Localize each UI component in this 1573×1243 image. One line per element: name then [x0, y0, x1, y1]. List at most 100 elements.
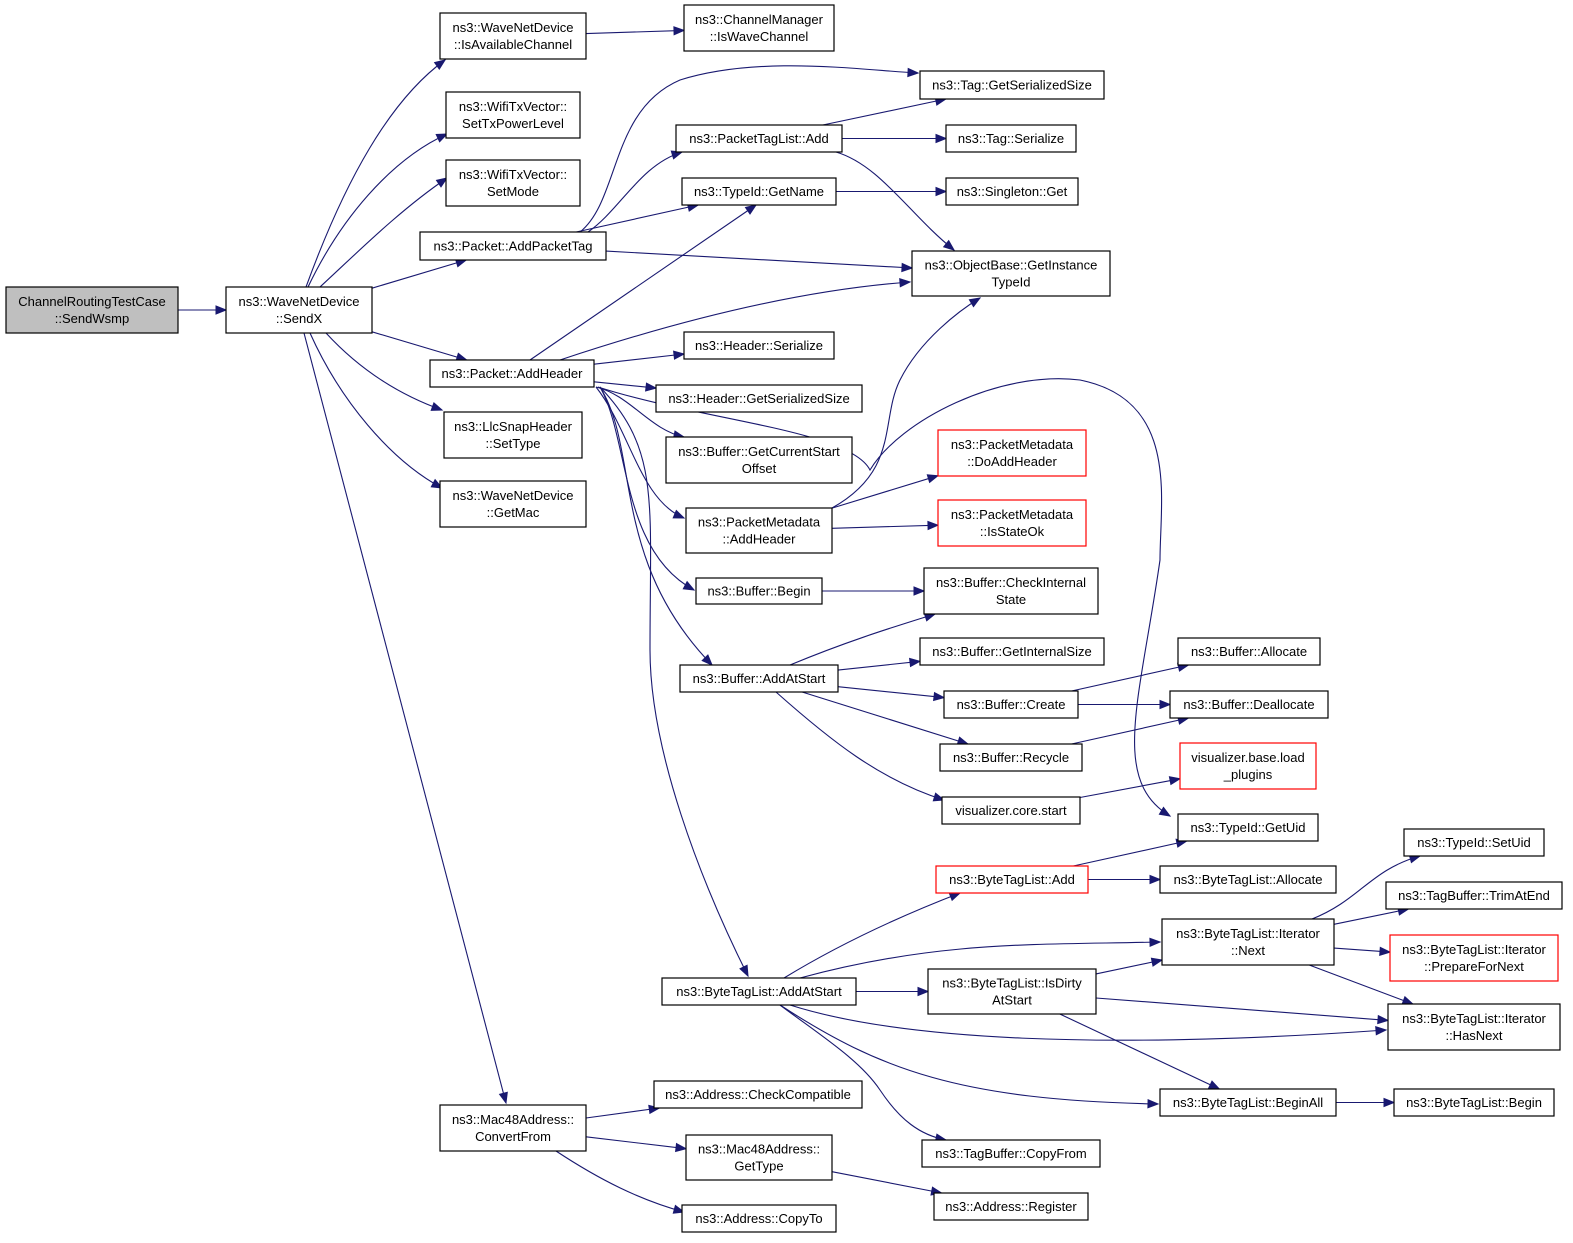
node-btliternext[interactable]: ns3::ByteTagList::Iterator::Next	[1161, 918, 1335, 966]
node-box	[439, 12, 587, 60]
edge-mac48convert-to-mac48gettype	[585, 1136, 688, 1153]
node-label: ns3::Buffer::Create	[957, 697, 1066, 712]
node-label: ns3::TypeId::GetUid	[1191, 820, 1306, 835]
edge-sendx-to-llcsettype	[325, 332, 444, 411]
edge-packetaddheader-to-headerserialize	[593, 350, 686, 365]
node-ptladd[interactable]: ns3::PacketTagList::Add	[675, 124, 843, 153]
edge-line	[576, 204, 699, 233]
arrowhead-icon	[672, 1204, 686, 1214]
node-addrregister[interactable]: ns3::Address::Register	[933, 1192, 1089, 1221]
node-btlbegin[interactable]: ns3::ByteTagList::Begin	[1393, 1088, 1555, 1117]
edge-line	[822, 98, 946, 126]
edge-ptladd-to-tagserialize	[842, 133, 948, 144]
node-vizloadplugins[interactable]: visualizer.base.load_plugins	[1179, 742, 1317, 790]
node-box	[679, 664, 839, 693]
node-tagbuftrim[interactable]: ns3::TagBuffer::TrimAtEnd	[1385, 881, 1563, 910]
edge-line	[837, 660, 921, 671]
node-headerserialize[interactable]: ns3::Header::Serialize	[683, 331, 835, 360]
node-vizcorestart[interactable]: visualizer.core.start	[941, 796, 1081, 825]
edge-packetaddheader-to-bufbegin	[599, 386, 696, 591]
node-pmisstateok[interactable]: ns3::PacketMetadata::IsStateOk	[937, 499, 1087, 547]
edge-pmaddheader-to-getinstancetypeid	[831, 297, 982, 509]
node-headerserialsize[interactable]: ns3::Header::GetSerializedSize	[655, 384, 863, 413]
node-singletonget[interactable]: ns3::Singleton::Get	[945, 177, 1079, 206]
node-pmdoaddheader[interactable]: ns3::PacketMetadata::DoAddHeader	[937, 429, 1087, 477]
node-isavail[interactable]: ns3::WaveNetDevice::IsAvailableChannel	[439, 12, 587, 60]
edge-line	[1071, 664, 1189, 692]
node-bufallocate[interactable]: ns3::Buffer::Allocate	[1177, 637, 1321, 666]
edge-btliternext-to-btliterprep	[1333, 946, 1392, 956]
node-tagserialize[interactable]: ns3::Tag::Serialize	[945, 124, 1077, 153]
edge-packetaddheader-to-getinstancetypeid	[559, 277, 912, 361]
arrowhead-icon	[927, 520, 940, 531]
node-typeidgetname[interactable]: ns3::TypeId::GetName	[681, 177, 837, 206]
node-btlallocate[interactable]: ns3::ByteTagList::Allocate	[1159, 865, 1337, 894]
node-box	[661, 977, 857, 1006]
node-packetaddheader[interactable]: ns3::Packet::AddHeader	[429, 359, 595, 388]
node-bufbegin[interactable]: ns3::Buffer::Begin	[695, 577, 823, 605]
arrowhead-icon	[948, 892, 962, 902]
node-bufdeallocate[interactable]: ns3::Buffer::Deallocate	[1169, 690, 1329, 719]
node-btlbeginall[interactable]: ns3::ByteTagList::BeginAll	[1159, 1088, 1337, 1117]
node-label: visualizer.base.load	[1191, 750, 1304, 765]
node-settxpow[interactable]: ns3::WifiTxVector::SetTxPowerLevel	[445, 91, 581, 139]
node-mac48gettype[interactable]: ns3::Mac48Address::GetType	[685, 1134, 833, 1181]
node-getmac[interactable]: ns3::WaveNetDevice::GetMac	[439, 480, 587, 528]
node-box	[921, 1139, 1101, 1168]
node-typeidsetuid[interactable]: ns3::TypeId::SetUid	[1403, 828, 1545, 857]
node-addrcopyto[interactable]: ns3::Address::CopyTo	[681, 1204, 837, 1233]
node-label: ns3::PacketTagList::Add	[689, 131, 828, 146]
arrowhead-icon	[933, 691, 946, 702]
node-bufgetinternalsize[interactable]: ns3::Buffer::GetInternalSize	[919, 637, 1105, 666]
root-node: ChannelRoutingTestCase::SendWsmp	[5, 286, 179, 334]
node-addpackettag[interactable]: ns3::Packet::AddPacketTag	[419, 231, 607, 261]
node-pmaddheader[interactable]: ns3::PacketMetadata::AddHeader	[685, 507, 833, 554]
edge-bufaddatstart-to-bufgetinternalsize	[837, 657, 922, 671]
node-tagserialsize[interactable]: ns3::Tag::GetSerializedSize	[919, 70, 1105, 100]
arrowhead-icon	[673, 26, 686, 36]
node-btladd[interactable]: ns3::ByteTagList::Add	[935, 865, 1089, 894]
edge-line	[835, 151, 955, 251]
edge-sendx-to-isavail	[305, 59, 447, 288]
edge-sendx-to-settxpow	[307, 133, 449, 288]
node-bufaddatstart[interactable]: ns3::Buffer::AddAtStart	[679, 664, 839, 693]
node-typeidgetuid[interactable]: ns3::TypeId::GetUid	[1177, 813, 1319, 842]
node-label: ns3::PacketMetadata	[698, 515, 821, 530]
node-btliterhasnext[interactable]: ns3::ByteTagList::Iterator::HasNext	[1387, 1003, 1561, 1051]
node-sendx[interactable]: ns3::WaveNetDevice::SendX	[225, 286, 373, 334]
node-box	[429, 359, 595, 388]
edge-line	[789, 613, 936, 666]
node-addrcheckcompat[interactable]: ns3::Address::CheckCompatible	[653, 1080, 863, 1109]
edge-btladdatstart-to-btliternext	[799, 937, 1162, 979]
node-setmode[interactable]: ns3::WifiTxVector::SetMode	[445, 159, 581, 207]
node-box	[911, 250, 1111, 297]
node-llcsettype[interactable]: ns3::LlcSnapHeader::SetType	[443, 411, 583, 459]
node-label: ns3::Tag::GetSerializedSize	[932, 78, 1092, 93]
node-btladdatstart[interactable]: ns3::ByteTagList::AddAtStart	[661, 977, 857, 1006]
node-iswave[interactable]: ns3::ChannelManager::IsWaveChannel	[683, 4, 835, 52]
arrowhead-icon	[1149, 937, 1162, 947]
node-box	[681, 177, 837, 206]
edge-bufaddatstart-to-bufcreate	[837, 686, 946, 702]
node-mac48convert[interactable]: ns3::Mac48Address::ConvertFrom	[439, 1104, 587, 1152]
arrowhead-icon	[968, 297, 982, 308]
edge-line	[1079, 778, 1181, 799]
node-btliterprep[interactable]: ns3::ByteTagList::Iterator::PrepareForNe…	[1389, 934, 1559, 982]
node-tagbufcopyfrom[interactable]: ns3::TagBuffer::CopyFrom	[921, 1139, 1101, 1168]
edge-line	[799, 941, 1161, 979]
edge-btliternext-to-tagbuftrim	[1333, 906, 1410, 925]
edge-line	[1059, 1013, 1220, 1090]
edge-line	[585, 29, 685, 35]
arrowhead-icon	[907, 67, 920, 78]
node-bufrecycle[interactable]: ns3::Buffer::Recycle	[939, 743, 1083, 772]
node-label: AtStart	[992, 993, 1032, 1008]
edge-line	[831, 297, 981, 509]
node-label: ns3::WifiTxVector::	[459, 99, 567, 114]
edge-line	[1333, 908, 1409, 925]
node-box	[445, 159, 581, 207]
node-bufcreate[interactable]: ns3::Buffer::Create	[943, 690, 1079, 719]
